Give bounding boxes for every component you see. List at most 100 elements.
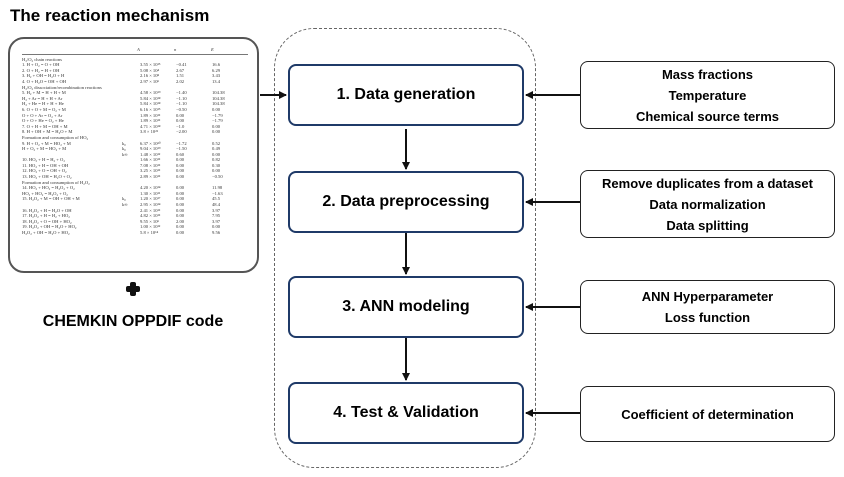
step-data-generation: 1. Data generation — [288, 64, 524, 126]
input-box-test-validation: Coefficient of determination — [580, 386, 835, 442]
column-header-e: E — [211, 47, 214, 52]
table-section-heading: H₂/O₂ dissociation/recombination reactio… — [22, 84, 102, 90]
table-cell-a: 3.25 × 10¹³ — [140, 168, 161, 174]
table-cell-k: k₀ — [122, 140, 126, 146]
table-cell-a: 2.16 × 10⁸ — [140, 73, 160, 79]
table-cell-e: 0.00 — [212, 106, 221, 112]
table-cell-n: 0.00 — [176, 224, 185, 230]
table-cell-e: 7.95 — [212, 213, 221, 219]
table-cell-e: 104.38 — [212, 95, 225, 101]
input-box-ann-modeling: ANN Hyperparameter Loss function — [580, 280, 835, 334]
table-cell-n: 1.51 — [176, 73, 185, 79]
table-header: A n E — [22, 47, 248, 55]
table-cell-a: 1.00 × 10¹² — [140, 224, 161, 230]
table-cell-a: 7.08 × 10¹³ — [140, 162, 161, 168]
table-cell-e: 0.00 — [212, 123, 221, 129]
table-section-heading: Formation and consumption of H₂O₂ — [22, 179, 90, 185]
table-cell-k: k∞ — [122, 151, 128, 157]
table-cell-n: −1.0 — [176, 123, 185, 129]
table-cell-e: 0.00 — [212, 129, 221, 135]
table-cell-a: 4.58 × 10¹⁹ — [140, 90, 161, 96]
table-cell-a: 3.55 × 10¹⁵ — [140, 62, 161, 68]
table-cell-e: 104.38 — [212, 90, 225, 96]
table-cell-a: 1.30 × 10¹¹ — [140, 190, 161, 196]
table-cell-n: 2.67 — [176, 67, 185, 73]
table-cell-n: 0.00 — [176, 207, 185, 213]
table-cell-n: 0.00 — [176, 185, 185, 191]
table-cell-a: 5.84 × 10¹⁸ — [140, 101, 161, 107]
table-cell-eq: 18. H₂O₂ + O = OH + HO₂ — [22, 218, 72, 224]
table-cell-e: 0.30 — [212, 162, 221, 168]
table-cell-e: 6.29 — [212, 67, 221, 73]
table-cell-a: 1.89 × 10¹³ — [140, 112, 161, 118]
table-row: O + O + Ar = O₂ + Ar 1.89 × 10¹³ 0.00 −1.79 — [22, 113, 248, 119]
table-cell-k: k₀ — [122, 146, 126, 152]
table-cell-a: 5.84 × 10¹⁸ — [140, 95, 161, 101]
table-cell-e: 13.4 — [212, 78, 221, 84]
input-line: Chemical source terms — [635, 108, 780, 124]
input-line: Loss function — [664, 310, 751, 325]
table-cell-eq: 13. HO₂ + OH = H₂O + O₂ — [22, 174, 72, 180]
table-cell-e: 48.4 — [212, 202, 221, 208]
table-cell-e: 0.00 — [212, 168, 221, 174]
table-cell-n: 0.00 — [176, 213, 185, 219]
table-cell-eq: O + O + Ar = O₂ + Ar — [22, 112, 63, 118]
step-test-validation: 4. Test & Validation — [288, 382, 524, 444]
table-cell-a: 2.41 × 10¹³ — [140, 207, 161, 213]
table-cell-n: 0.00 — [176, 174, 185, 180]
table-cell-n: 2.02 — [176, 78, 185, 84]
table-cell-a: 3.8 × 10²² — [140, 129, 158, 135]
table-cell-n: 0.00 — [176, 112, 185, 118]
chemkin-code-label: CHEMKIN OPPDIF code — [42, 313, 224, 330]
plus-icon — [126, 282, 140, 296]
table-cell-eq: HO₂ + HO₂ = H₂O₂ + O₂ — [22, 190, 68, 196]
table-cell-k: k₀ — [122, 196, 126, 202]
table-cell-e: −1.79 — [212, 112, 223, 118]
table-cell-a: 6.16 × 10¹⁵ — [140, 106, 161, 112]
table-section-heading: H₂/O₂ chain reactions — [22, 56, 62, 62]
table-cell-eq: 17. H₂O₂ + H = H₂ + HO₂ — [22, 213, 70, 219]
table-cell-eq: 16. H₂O₂ + H = H₂O + OH — [22, 207, 72, 213]
table-cell-n: 0.00 — [176, 196, 185, 202]
table-cell-a: 6.37 × 10²⁰ — [140, 140, 161, 146]
table-cell-e: 0.00 — [212, 224, 221, 230]
table-cell-n: −0.50 — [176, 106, 187, 112]
table-section-heading: Formation and consumption of HO₂ — [22, 134, 89, 140]
table-cell-a: 1.89 × 10¹³ — [140, 118, 161, 124]
table-cell-e: 104.38 — [212, 101, 225, 107]
column-header-n: n — [174, 47, 177, 52]
table-cell-eq: 3. H₂ + OH = H₂O + H — [22, 73, 65, 79]
step-data-preprocessing: 2. Data preprocessing — [288, 171, 524, 233]
table-cell-eq: 7. O + H + M = OH + M — [22, 123, 68, 129]
table-cell-eq: H + O₂ + M = HO₂ + M — [22, 146, 67, 152]
table-cell-e: 0.52 — [212, 140, 221, 146]
table-cell-eq: 14. HO₂ + HO₂ = H₂O₂ + O₂ — [22, 185, 75, 191]
table-cell-eq: 12. HO₂ + O = OH + O₂ — [22, 168, 67, 174]
table-cell-n: 0.00 — [176, 168, 185, 174]
table-cell-a: 1.20 × 10¹⁷ — [140, 196, 161, 202]
table-cell-a: 1.66 × 10¹³ — [140, 157, 161, 163]
table-cell-a: 9.55 × 10⁶ — [140, 218, 160, 224]
table-cell-eq: 4. O + H₂O = OH + OH — [22, 78, 67, 84]
input-line: Mass fractions — [661, 66, 754, 82]
table-cell-a: 1.48 × 10¹² — [140, 151, 161, 157]
table-cell-eq: 19. H₂O₂ + OH = H₂O + HO₂ — [22, 224, 77, 230]
input-box-data-preprocessing: Remove duplicates from a dataset Data no… — [580, 170, 835, 238]
table-cell-e: 0.49 — [212, 146, 221, 152]
table-cell-eq: 9. H + O₂ + M = HO₂ + M — [22, 140, 71, 146]
table-cell-eq: 6. O + O + M = O₂ + M — [22, 106, 66, 112]
